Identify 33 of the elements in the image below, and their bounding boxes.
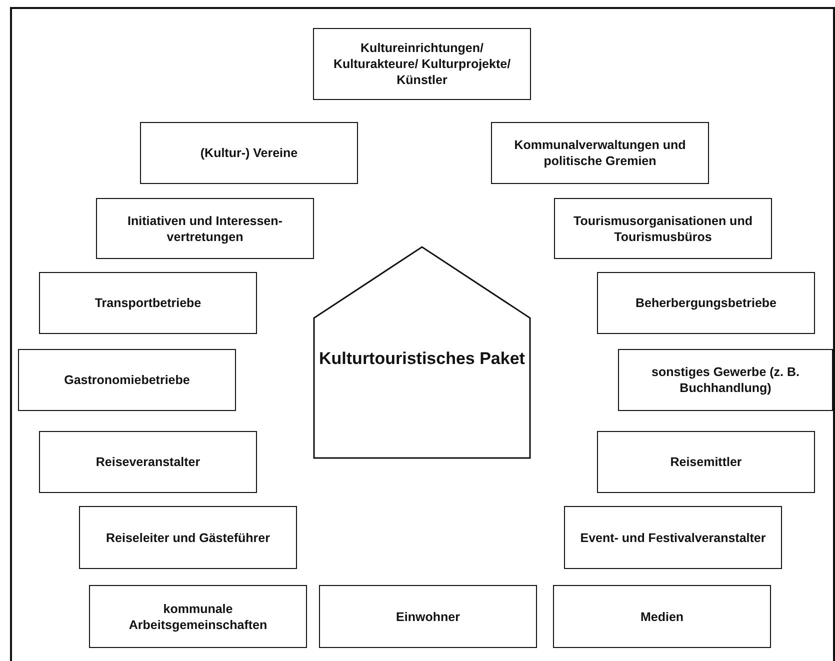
text-box bbox=[96, 198, 314, 259]
text-box bbox=[491, 122, 709, 184]
box-label: Medien bbox=[639, 608, 685, 624]
box-label: Gastronomiebetriebe bbox=[63, 372, 191, 388]
box-label: Kommunalverwaltungen und politische Gremien bbox=[513, 137, 687, 169]
text-box bbox=[564, 506, 782, 569]
box-label: Einwohner bbox=[395, 608, 461, 624]
box-label: Reisemittler bbox=[669, 454, 743, 470]
text-box bbox=[140, 122, 358, 184]
box-label: Initiativen und Interessen-vertretungen bbox=[126, 212, 284, 244]
text-box bbox=[597, 431, 815, 493]
box-label: Reiseleiter und Gästeführer bbox=[105, 530, 271, 546]
box-label: Reiseveranstalter bbox=[94, 454, 202, 470]
text-box bbox=[618, 349, 833, 411]
house-title: Kulturtouristisches Paket bbox=[318, 348, 526, 369]
box-label: Event- und Festivalveranstalter bbox=[579, 530, 767, 546]
text-box bbox=[79, 506, 297, 569]
box-label: sonstiges Gewerbe (z. B. Buchhandlung) bbox=[650, 364, 800, 396]
text-box bbox=[553, 585, 771, 648]
text-box bbox=[597, 272, 815, 334]
text-box bbox=[18, 349, 236, 411]
box-label: Kultureinrichtungen/ Kulturakteure/ Kulturprojekte/ Künstler bbox=[332, 40, 512, 88]
text-box bbox=[319, 585, 537, 648]
box-label: Transportbetriebe bbox=[94, 295, 202, 311]
box-label: kommunale Arbeitsgemeinschaften bbox=[128, 600, 268, 632]
text-box bbox=[39, 431, 257, 493]
box-label: (Kultur-) Vereine bbox=[199, 145, 299, 161]
text-box bbox=[89, 585, 307, 648]
text-box bbox=[39, 272, 257, 334]
box-label: Beherbergungsbetriebe bbox=[634, 295, 778, 311]
box-label: Tourismusorganisationen und Tourismusbüros bbox=[572, 212, 754, 244]
text-box bbox=[554, 198, 772, 259]
text-box bbox=[313, 28, 531, 100]
